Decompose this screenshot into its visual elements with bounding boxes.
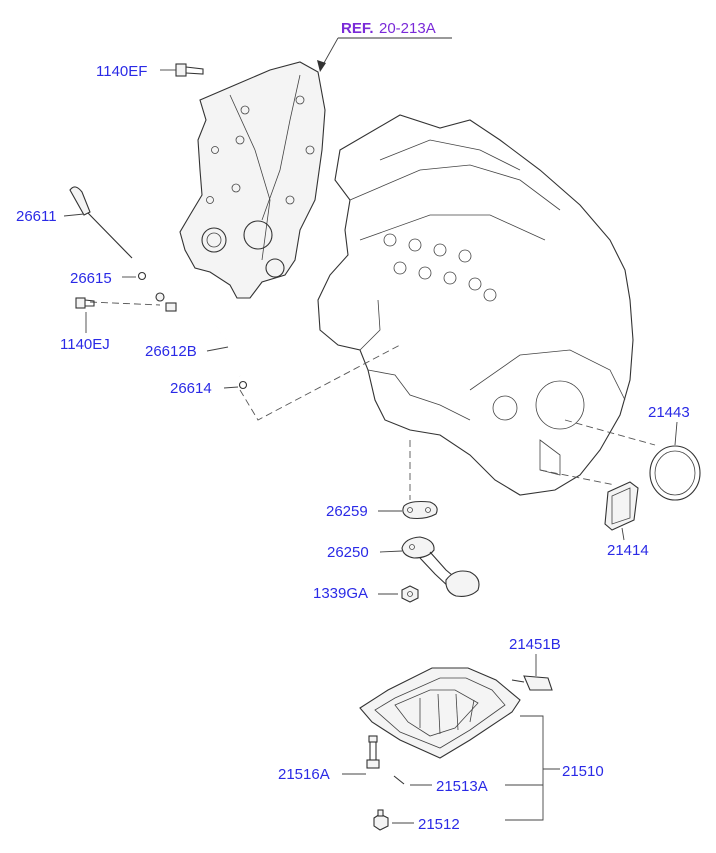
engine-block	[317, 114, 634, 496]
oil-screen-26250[interactable]: 26250	[327, 536, 480, 597]
washer-21513a[interactable]: 21513A	[393, 775, 488, 795]
label-21512: 21512	[418, 816, 460, 833]
label-26259: 26259	[326, 503, 368, 520]
bolt-1140ef[interactable]: 1140EF	[96, 63, 204, 80]
label-26611: 26611	[16, 208, 57, 225]
label-21451b: 21451B	[509, 636, 561, 653]
label-21443: 21443	[648, 404, 690, 421]
nut-1339ga[interactable]: 1339GA	[313, 585, 419, 603]
label-26615: 26615	[70, 270, 112, 287]
bolt-21516a[interactable]: 21516A	[278, 735, 380, 783]
label-1140ef: 1140EF	[96, 63, 147, 80]
o-ring-26615[interactable]: 26615	[70, 270, 147, 287]
reference-arrowhead	[317, 60, 326, 72]
o-ring-26614[interactable]: 26614	[170, 380, 248, 397]
reference-prefix: REF.	[341, 20, 374, 37]
label-1140ej: 1140EJ	[60, 336, 110, 353]
oil-seal-case-21414[interactable]: 21414	[604, 481, 649, 559]
label-21414: 21414	[607, 542, 649, 559]
timing-chain-cover	[179, 61, 326, 299]
oil-pan-21510[interactable]: 21510	[359, 667, 604, 821]
label-1339ga: 1339GA	[313, 585, 368, 602]
oil-level-gauge-tube-26612b[interactable]: 26612B	[145, 292, 241, 377]
label-26250: 26250	[327, 544, 369, 561]
bolt-1140ej[interactable]: 1140EJ	[60, 297, 110, 353]
label-21513a: 21513A	[436, 778, 488, 795]
drain-plug-21512[interactable]: 21512	[373, 809, 460, 833]
reference-label[interactable]: REF. 20-213A	[317, 20, 452, 72]
oil-level-gauge-26611[interactable]: 26611	[16, 186, 133, 259]
label-21516a: 21516A	[278, 766, 330, 783]
rear-oil-seal-21443[interactable]: 21443	[648, 404, 701, 501]
label-26614: 26614	[170, 380, 212, 397]
label-26612b: 26612B	[145, 343, 197, 360]
assembly-guide-lines	[89, 301, 656, 500]
oil-pan-part-21451b[interactable]: 21451B	[509, 636, 561, 691]
label-21510: 21510	[562, 763, 604, 780]
reference-code: 20-213A	[379, 20, 436, 37]
gasket-26259[interactable]: 26259	[326, 500, 438, 521]
